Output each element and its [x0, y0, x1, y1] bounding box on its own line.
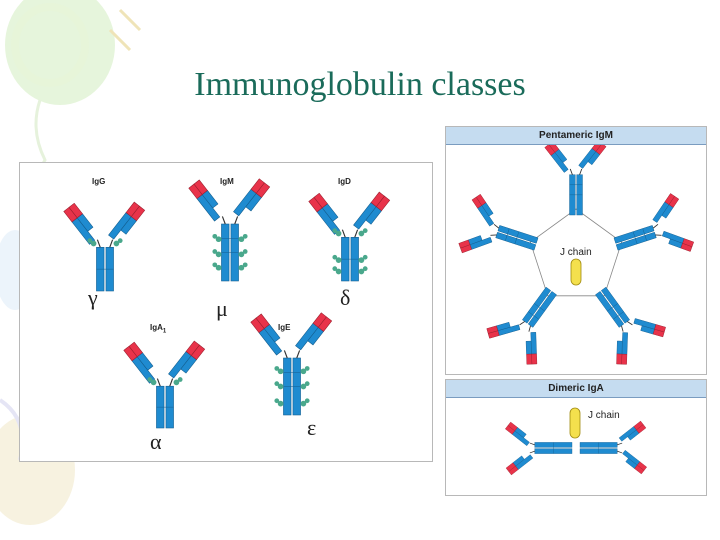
igm-monomer: [458, 193, 539, 254]
pentamer-j-chain: [570, 258, 582, 286]
antibody-classes-diagram: [63, 178, 391, 429]
pentameric-igm-panel: Pentameric IgM J chain: [445, 126, 707, 375]
alpha-symbol: α: [150, 429, 162, 454]
igg-label: IgG: [92, 177, 106, 186]
igm-monomer: [613, 193, 695, 252]
mu-symbol: μ: [216, 296, 228, 321]
page-title: Immunoglobulin classes: [194, 66, 526, 103]
delta-symbol: δ: [340, 285, 351, 310]
igg-molecule: [63, 201, 146, 292]
igm-label: IgM: [220, 177, 234, 186]
iga1-label: IgA1: [150, 323, 167, 335]
gamma-symbol: γ: [88, 285, 98, 310]
dimeric-iga-panel: Dimeric IgA J chain: [445, 379, 707, 496]
igm-monomer: [486, 286, 557, 365]
igd-label: IgD: [338, 177, 351, 186]
ige-molecule: [250, 312, 333, 416]
igm-monomer: [595, 286, 666, 365]
ige-label: IgE: [278, 323, 291, 332]
pentameric-igm-diagram: [458, 140, 695, 365]
pentamer-j-chain-label: J chain: [560, 247, 592, 258]
iga-monomer-right: [579, 420, 647, 475]
epsilon-symbol: ε: [307, 415, 317, 440]
dimeric-iga-header: Dimeric IgA: [446, 380, 706, 398]
igd-molecule: [308, 191, 391, 282]
dimer-j-chain: [569, 407, 581, 439]
igm-molecule: [188, 178, 271, 282]
iga1-molecule: [123, 340, 206, 429]
pentameric-igm-header: Pentameric IgM: [446, 127, 706, 145]
antibody-classes-panel: IgG IgM IgD IgA1 IgE γ μ δ α ε: [19, 162, 433, 462]
dimeric-iga-diagram: [505, 407, 647, 476]
iga-monomer-left: [505, 421, 573, 476]
igm-monomer: [544, 140, 607, 216]
dimer-j-chain-label: J chain: [588, 410, 620, 421]
